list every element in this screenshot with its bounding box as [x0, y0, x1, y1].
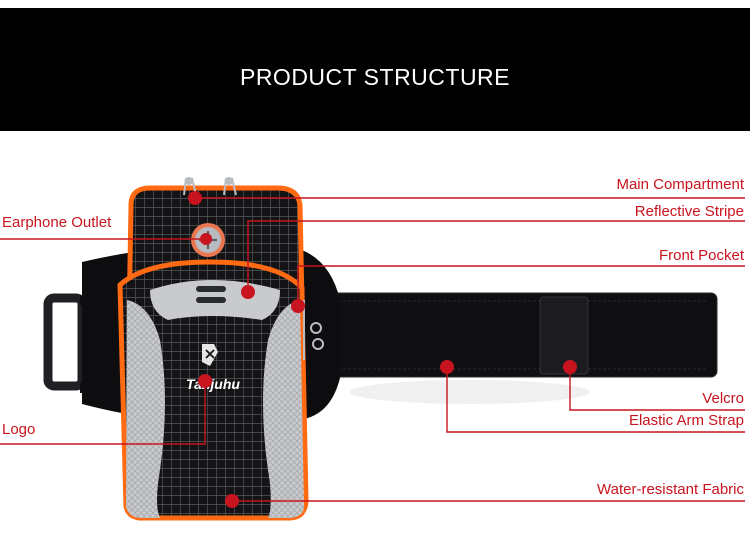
page-title: PRODUCT STRUCTURE: [239, 64, 511, 90]
callout-dot-velcro: [563, 360, 577, 374]
callout-dot-reflective-stripe: [241, 285, 255, 299]
callout-dot-elastic-arm-strap: [440, 360, 454, 374]
callout-label-logo: Logo: [2, 421, 36, 438]
callout-label-velcro: Velcro: [702, 390, 744, 407]
header-banner: PRODUCT STRUCTURE: [0, 8, 750, 131]
arm-strap: [264, 292, 718, 404]
callout-dot-water-resistant-fabric: [225, 494, 239, 508]
callout-label-front-pocket: Front Pocket: [658, 247, 744, 264]
callout-dot-main-compartment: [188, 191, 202, 205]
phone-pouch: Tanjuhu: [117, 177, 324, 521]
callout-dot-front-pocket: [291, 299, 305, 313]
callout-dot-earphone-outlet: [200, 233, 212, 245]
callout-label-earphone-outlet: Earphone Outlet: [2, 214, 112, 231]
callout-label-water-resistant-fabric: Water-resistant Fabric: [597, 481, 744, 498]
callout-label-elastic-arm-strap: Elastic Arm Strap: [628, 412, 744, 429]
callout-label-main-compartment: Main Compartment: [616, 176, 744, 193]
callout-label-reflective-stripe: Reflective Stripe: [634, 203, 744, 220]
callout-dot-logo: [198, 374, 212, 388]
callout-dots: [188, 191, 577, 508]
callout-lines: [0, 197, 745, 502]
brand-logo: Tanjuhu: [186, 376, 240, 392]
